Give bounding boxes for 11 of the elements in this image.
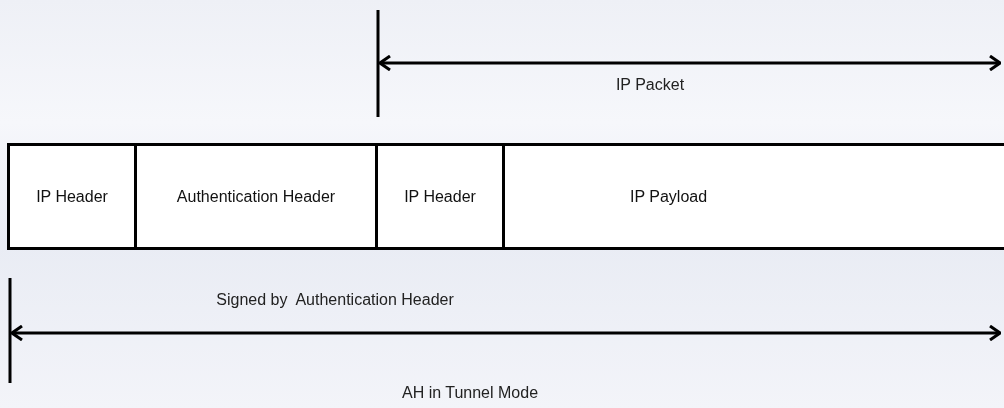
field-label: IP Payload — [630, 187, 708, 206]
caption: AH in Tunnel Mode — [401, 384, 539, 402]
field-label: IP Header — [36, 187, 108, 206]
field-label: IP Header — [404, 187, 476, 206]
dimension-label: IP Packet — [615, 76, 685, 94]
packet-field — [502, 143, 1004, 250]
dimension-label: Signed by Authentication Header — [216, 291, 454, 309]
field-label: Authentication Header — [176, 187, 336, 206]
packet-field — [375, 143, 505, 250]
packet-field — [7, 143, 137, 250]
packet-field — [134, 143, 378, 250]
